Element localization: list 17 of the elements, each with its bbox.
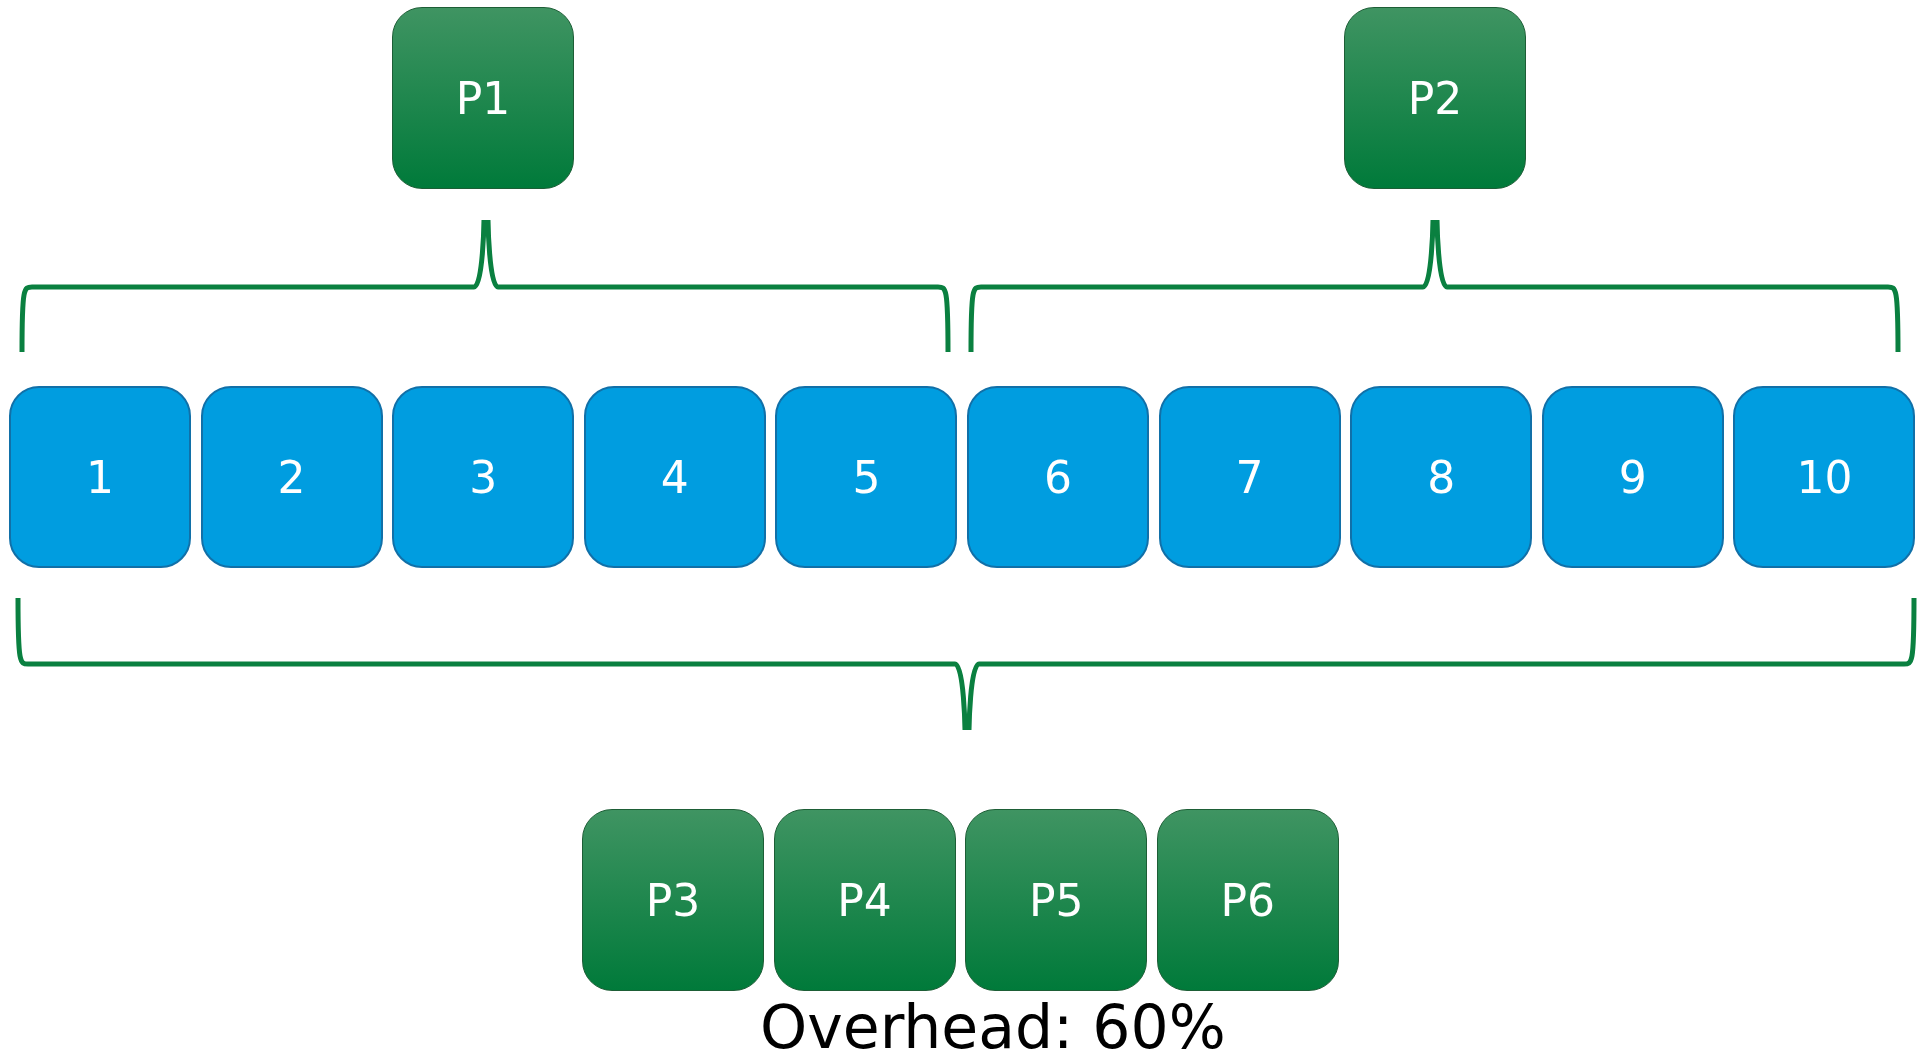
process-box: P3 [582, 809, 764, 991]
block-box: 2 [200, 386, 383, 568]
overhead-label: Overhead: 60% [760, 992, 1226, 1062]
block-box: 1 [9, 386, 191, 568]
process-box: P2 [1344, 7, 1526, 189]
block-box: 9 [1541, 386, 1724, 568]
block-box: 6 [967, 386, 1149, 568]
process-box: P6 [1156, 809, 1339, 991]
process-box: P5 [965, 809, 1148, 991]
block-box: 10 [1733, 386, 1916, 568]
block-box: 5 [775, 386, 958, 568]
process-box: P1 [392, 7, 574, 189]
block-box: 4 [583, 386, 766, 568]
block-box: 7 [1158, 386, 1341, 568]
block-box: 8 [1350, 386, 1533, 568]
block-box: 3 [392, 386, 575, 568]
process-box: P4 [773, 809, 956, 991]
